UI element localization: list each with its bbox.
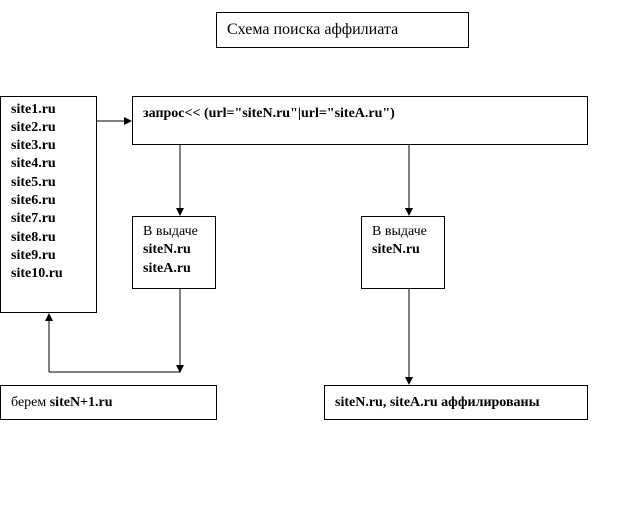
diagram-title: Схема поиска аффилиата: [227, 21, 399, 38]
site-item: site7.ru: [11, 211, 56, 226]
site-item: site10.ru: [11, 266, 63, 281]
sites-list-box: site1.ru site2.ru site3.ru site4.ru site…: [0, 96, 97, 313]
site-item: site4.ru: [11, 156, 56, 171]
site-item: site2.ru: [11, 120, 56, 135]
query-text: запрос<< (url="siteN.ru"|url="siteA.ru"): [143, 106, 395, 121]
diagram-title-box: Схема поиска аффилиата: [216, 12, 469, 48]
result-heading: В выдаче: [372, 224, 427, 239]
site-item: site8.ru: [11, 230, 56, 245]
site-item: site3.ru: [11, 138, 56, 153]
site-item: site5.ru: [11, 175, 56, 190]
query-box: запрос<< (url="siteN.ru"|url="siteA.ru"): [132, 96, 588, 145]
result-item: siteN.ru: [143, 242, 191, 257]
result-item: siteA.ru: [143, 261, 191, 276]
affiliated-box: siteN.ru, siteA.ru аффилированы: [324, 385, 588, 420]
site-item: site1.ru: [11, 102, 56, 117]
affiliated-text: siteN.ru, siteA.ru аффилированы: [335, 395, 540, 410]
next-site-box: берем siteN+1.ru: [0, 385, 217, 420]
result-box-left: В выдаче siteN.ru siteA.ru: [132, 216, 216, 289]
result-heading: В выдаче: [143, 224, 198, 239]
site-item: site9.ru: [11, 248, 56, 263]
site-item: site6.ru: [11, 193, 56, 208]
result-item: siteN.ru: [372, 242, 420, 257]
next-site-text: берем siteN+1.ru: [11, 394, 113, 412]
next-site-prefix: берем: [11, 395, 50, 410]
next-site-value: siteN+1.ru: [49, 395, 113, 410]
result-box-right: В выдаче siteN.ru: [361, 216, 445, 289]
